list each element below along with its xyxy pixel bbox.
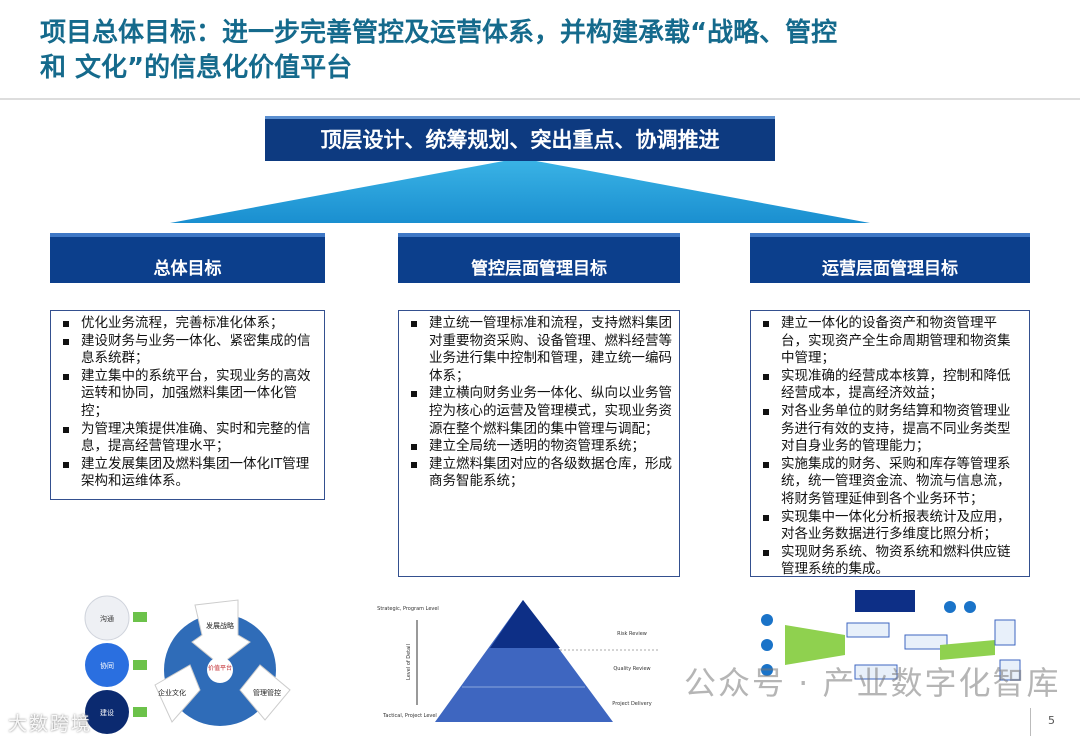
page-number: 5 <box>1048 714 1055 727</box>
center-label: 价值平台 <box>208 664 232 672</box>
logo-watermark: 大数跨境 <box>8 713 93 735</box>
circle-label: 建设 <box>100 708 114 717</box>
banner: 顶层设计、统筹规划、突出重点、协调推进 <box>265 116 775 161</box>
wechat-watermark: 公众号 · 产业数字化智库 <box>684 664 1061 702</box>
circle-label: 协同 <box>100 661 114 670</box>
list-item: 建立统一管理标准和流程，支持燃料集团对重要物资采购、设备管理、燃料经营等业务进行… <box>409 315 673 385</box>
pyramid-diagram: Strategic, Program Level Level of Detail… <box>377 600 660 722</box>
list-item: 实现集中一体化分析报表统计及应用，对各业务数据进行多维度比照分析； <box>761 509 1023 544</box>
slide-title: 项目总体目标：进一步完善管控及运营体系，并构建承载“战略、管控 和 文化”的信息… <box>40 16 1040 86</box>
column-header-operation: 运营层面管理目标 <box>750 233 1030 283</box>
circle-label: 沟通 <box>100 614 114 623</box>
segment-label: 企业文化 <box>158 688 186 697</box>
review-label: Risk Review <box>617 631 647 637</box>
title-line-1: 项目总体目标：进一步完善管控及运营体系，并构建承载“战略、管控 <box>40 18 838 48</box>
list-item: 对各业务单位的财务结算和物资管理业务进行有效的支持，提高不同业务类型对自身业务的… <box>761 403 1023 456</box>
pyramid-axis-label: Level of Detail <box>406 644 412 680</box>
process-flow-diagram <box>761 590 1021 681</box>
list-item: 建立集中的系统平台，实现业务的高效运转和协同，加强燃料集团一体化管控； <box>61 368 318 421</box>
review-label: Project Delivery <box>612 701 651 707</box>
pyramid-top-label: Strategic, Program Level <box>377 606 439 612</box>
review-label: Quality Review <box>613 666 650 672</box>
list-item: 建立横向财务业务一体化、纵向以业务管控为核心的运营及管理模式，实现业务资源在整个… <box>409 385 673 438</box>
page-number-divider <box>1030 708 1031 736</box>
column-header-control: 管控层面管理目标 <box>398 233 680 283</box>
operation-goals-list: 建立一体化的设备资产和物资管理平台，实现资产全生命周期管理和物资集中管理； 实现… <box>750 310 1030 577</box>
segment-label: 发展战略 <box>206 621 234 630</box>
column-header-overall: 总体目标 <box>50 233 325 283</box>
pyramid-bottom-label: Tactical, Project Level <box>382 713 437 719</box>
list-item: 建设财务与业务一体化、紧密集成的信息系统群； <box>61 333 318 368</box>
segment-label: 管理管控 <box>253 688 281 697</box>
list-item: 建立全局统一透明的物资管理系统； <box>409 438 673 456</box>
list-item: 建立一体化的设备资产和物资管理平台，实现资产全生命周期管理和物资集中管理； <box>761 315 1023 368</box>
list-item: 实施集成的财务、采购和库存等管理系统，统一管理资金流、物流与信息流，将财务管理延… <box>761 456 1023 509</box>
title-divider <box>0 98 1080 100</box>
value-platform-diagram: 沟通 协同 建设 价值平台 发展战略 企业文化 管理管控 <box>84 595 291 734</box>
control-goals-list: 建立统一管理标准和流程，支持燃料集团对重要物资采购、设备管理、燃料经营等业务进行… <box>398 310 680 577</box>
list-item: 建立发展集团及燃料集团一体化IT管理架构和运维体系。 <box>61 456 318 491</box>
list-item: 实现财务系统、物资系统和燃料供应链管理系统的集成。 <box>761 544 1023 579</box>
overall-goals-list: 优化业务流程，完善标准化体系； 建设财务与业务一体化、紧密集成的信息系统群； 建… <box>50 310 325 500</box>
list-item: 建立燃料集团对应的各级数据仓库，形成商务智能系统； <box>409 456 673 491</box>
list-item: 实现准确的经营成本核算，控制和降低经营成本，提高经济效益； <box>761 368 1023 403</box>
title-line-2: 和 文化”的信息化价值平台 <box>40 53 353 83</box>
list-item: 优化业务流程，完善标准化体系； <box>61 315 318 333</box>
list-item: 为管理决策提供准确、实时和完整的信息，提高经营管理水平； <box>61 421 318 456</box>
